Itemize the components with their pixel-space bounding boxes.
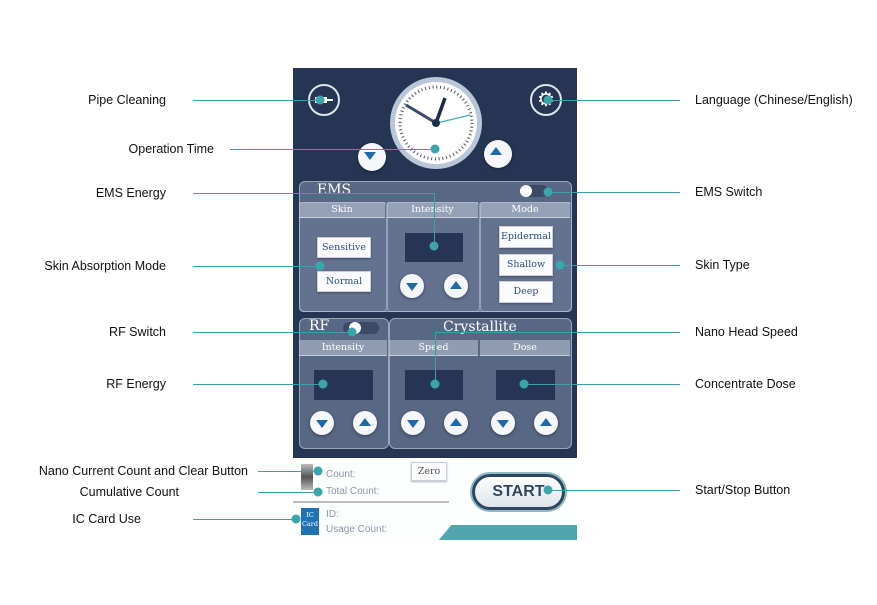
callout-line <box>548 100 680 102</box>
speed-up-button[interactable] <box>444 411 468 435</box>
ic-card-icon: IC Card <box>301 508 319 535</box>
callout-line <box>193 193 434 195</box>
label-cumulative-count: Cumulative Count <box>79 485 179 499</box>
callout-line <box>524 384 680 386</box>
callout-dot <box>315 95 325 105</box>
rf-title: RF <box>309 318 330 334</box>
mode-header: Mode <box>480 202 570 218</box>
callout-dot <box>291 514 301 524</box>
clock-icon <box>390 77 482 169</box>
ems-intensity-down-button[interactable] <box>400 274 424 298</box>
nano-head-icon <box>301 464 313 490</box>
callout-line <box>193 384 323 386</box>
intensity-header: Intensity <box>387 202 478 218</box>
callout-dot <box>313 466 323 476</box>
label-skin-absorption-mode: Skin Absorption Mode <box>44 259 166 273</box>
rf-up-button[interactable] <box>353 411 377 435</box>
callout-dot <box>429 241 439 251</box>
callout-dot <box>543 187 553 197</box>
teal-accent <box>434 525 577 540</box>
mode-shallow-button[interactable]: Shallow <box>499 254 553 276</box>
mode-deep-button[interactable]: Deep <box>499 281 553 303</box>
mode-epidermal-button[interactable]: Epidermal <box>499 226 553 248</box>
label-rf-switch: RF Switch <box>109 325 166 339</box>
label-nano-head-speed: Nano Head Speed <box>695 325 798 339</box>
time-down-button[interactable] <box>358 143 386 171</box>
callout-line <box>193 266 320 268</box>
callout-line <box>560 265 680 267</box>
callout-line <box>548 490 680 492</box>
label-ems-energy: EMS Energy <box>95 186 166 200</box>
callout-dot <box>555 260 565 270</box>
callout-dot <box>543 95 553 105</box>
skin-normal-button[interactable]: Normal <box>317 271 371 292</box>
zero-button[interactable]: Zero <box>411 462 447 481</box>
ems-intensity-up-button[interactable] <box>444 274 468 298</box>
callout-line <box>193 100 320 102</box>
dose-header: Dose <box>480 340 570 356</box>
callout-line <box>435 332 680 334</box>
crystallite-title: Crystallite <box>443 319 517 335</box>
skin-header: Skin <box>299 202 385 218</box>
callout-line <box>548 192 680 194</box>
label-ems-switch: EMS Switch <box>695 185 763 199</box>
callout-line <box>258 492 318 494</box>
label-language: Language (Chinese/English) <box>695 93 853 107</box>
callout-dot <box>313 487 323 497</box>
skin-sensitive-button[interactable]: Sensitive <box>317 237 371 258</box>
callout-line <box>435 332 437 384</box>
dose-down-button[interactable] <box>491 411 515 435</box>
dose-up-button[interactable] <box>534 411 558 435</box>
count-label: Count: <box>326 469 356 480</box>
id-label: ID: <box>326 509 339 520</box>
usage-count-label: Usage Count: <box>326 524 388 535</box>
label-start-stop: Start/Stop Button <box>695 483 791 497</box>
label-concentrate-dose: Concentrate Dose <box>695 377 796 391</box>
speed-header: Speed <box>389 340 478 356</box>
label-operation-time: Operation Time <box>128 142 214 156</box>
divider <box>293 501 449 503</box>
rf-down-button[interactable] <box>310 411 334 435</box>
time-up-button[interactable] <box>484 140 512 168</box>
callout-line <box>193 519 295 521</box>
callout-dot <box>347 327 357 337</box>
callout-dot <box>519 379 529 389</box>
ems-switch[interactable] <box>520 185 548 197</box>
callout-line <box>193 332 352 334</box>
callout-line <box>434 193 436 246</box>
callout-line <box>258 471 318 473</box>
callout-dot <box>430 144 440 154</box>
rf-intensity-header: Intensity <box>299 340 387 356</box>
label-ic-card: IC Card Use <box>72 512 141 526</box>
callout-dot <box>315 261 325 271</box>
label-pipe-cleaning: Pipe Cleaning <box>88 93 166 107</box>
callout-line <box>230 149 435 151</box>
total-count-label: Total Count: <box>326 486 380 497</box>
label-nano-count: Nano Current Count and Clear Button <box>38 464 248 478</box>
callout-dot <box>543 485 553 495</box>
device-screen: ⚙ EMS Skin Intensity Mode Sensitive Norm… <box>293 68 577 540</box>
callout-dot <box>430 379 440 389</box>
label-skin-type: Skin Type <box>695 258 750 272</box>
speed-down-button[interactable] <box>401 411 425 435</box>
ems-title: EMS <box>317 182 352 198</box>
label-rf-energy: RF Energy <box>106 377 166 391</box>
callout-dot <box>318 379 328 389</box>
